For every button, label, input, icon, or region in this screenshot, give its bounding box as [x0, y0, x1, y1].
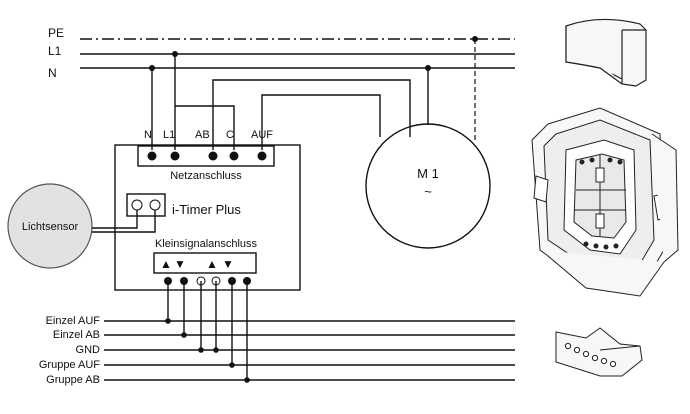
mains-lines: PE L1 N	[48, 26, 515, 143]
netzanschluss-terminal-block	[137, 145, 275, 167]
signal-label-einzel-auf: Einzel AUF	[46, 315, 101, 327]
terminal-l1	[170, 151, 180, 161]
signal-lines: Einzel AUF Einzel AB GND Gruppe AUF Grup…	[39, 281, 515, 386]
arrow-up-icon: ▲	[160, 257, 172, 271]
label-n: N	[48, 66, 57, 80]
light-sensor-body	[7, 183, 93, 269]
terminal-label-auf: AUF	[251, 129, 273, 141]
signal-label-gnd: GND	[76, 344, 101, 356]
flush-mount-insert-illustration	[531, 107, 679, 297]
cover-cap-illustration	[565, 18, 647, 87]
sensor-connector	[126, 193, 166, 217]
signal-label-gruppe-auf: Gruppe AUF	[39, 359, 100, 371]
signal-terminals	[164, 276, 251, 286]
arrow-up-icon: ▲	[206, 257, 218, 271]
terminal-label-n: N	[144, 129, 152, 141]
signal-label-gruppe-ab: Gruppe AB	[46, 374, 100, 386]
label-pe: PE	[48, 26, 64, 40]
terminal-auf	[257, 151, 267, 161]
motor-circle	[365, 123, 491, 249]
terminal-n	[147, 151, 157, 161]
i-timer-device: N L1 AB C AUF Netzanschluss i-Timer Plus…	[114, 129, 301, 291]
device-name: i-Timer Plus	[172, 202, 241, 217]
signal-terminal-illustration	[555, 327, 643, 377]
label-l1: L1	[48, 44, 62, 58]
motor-ac-symbol: ~	[424, 184, 432, 199]
pe-junction-dot	[472, 36, 478, 42]
motor-label: M 1	[417, 166, 439, 181]
terminal-c	[229, 151, 239, 161]
device-housing	[114, 144, 301, 291]
arrow-down-icon: ▼	[222, 257, 234, 271]
load-wires	[151, 54, 429, 150]
terminal-label-ab: AB	[195, 129, 210, 141]
light-sensor-label: Lichtsensor	[22, 221, 79, 233]
kleinsignal-terminal-block	[153, 252, 257, 274]
netzanschluss-label: Netzanschluss	[170, 170, 242, 182]
motor: M 1 ~	[365, 123, 491, 249]
terminal-ab	[208, 151, 218, 161]
arrow-down-icon: ▼	[174, 257, 186, 271]
terminal-label-l1: L1	[163, 129, 175, 141]
terminal-label-c: C	[226, 129, 234, 141]
light-sensor: Lichtsensor	[7, 183, 156, 269]
kleinsignal-label: Kleinsignalanschluss	[155, 238, 258, 250]
signal-label-einzel-ab: Einzel AB	[53, 329, 100, 341]
